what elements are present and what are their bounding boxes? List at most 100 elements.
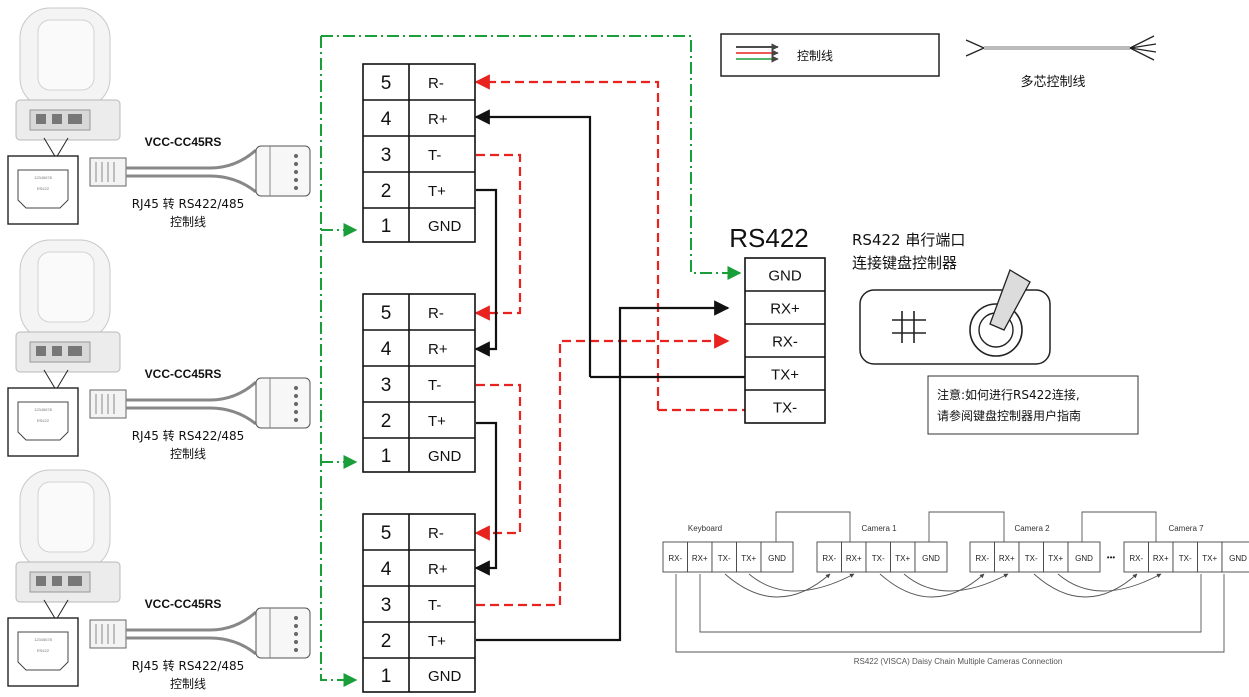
chain-pin-label: RX- [1129, 554, 1143, 563]
chain-pin-label: RX+ [692, 554, 708, 563]
chain-pin-label: RX+ [1153, 554, 1169, 563]
rs422-pin-label: RX+ [770, 301, 800, 318]
ptz-camera-illustration [15, 7, 121, 141]
cable-model-label: VCC-CC45RS [145, 367, 222, 381]
terminal-signal-label: T- [428, 377, 441, 394]
ptz-camera-illustration [15, 239, 121, 373]
terminal-block-frame [362, 293, 476, 473]
terminal-pin-number: 3 [381, 375, 392, 396]
terminal-signal-label: R+ [428, 561, 448, 578]
terminal-signal-label: T+ [428, 413, 446, 430]
chain-pin-label: RX+ [999, 554, 1015, 563]
keyboard-connect-desc: 连接键盘控制器 [852, 254, 957, 272]
terminal-pin-number: 1 [381, 446, 392, 467]
legend-multicore-line: 多芯控制线 [1020, 74, 1085, 90]
chain-pin-label: TX+ [1048, 554, 1063, 563]
terminal-signal-label: R- [428, 75, 444, 92]
terminal-block-frame [362, 63, 476, 243]
terminal-pin-number: 5 [381, 523, 392, 544]
jack-label: RS422 [37, 648, 50, 653]
jack-pin-numbers: 12345678 [34, 175, 53, 180]
camera-group-2: 12345678 RS422 VCC-CC45RS RJ45 转 RS422/4… [7, 239, 311, 461]
ptz-camera-illustration [15, 469, 121, 603]
chain-pin-label: TX- [1179, 554, 1192, 563]
rj45-jack-callout: 12345678 RS422 [7, 617, 79, 687]
terminal-signal-label: R- [428, 305, 444, 322]
terminal-pin-number: 2 [381, 181, 392, 202]
chain-device-3: Camera 2RX-RX+TX-TX+GND [969, 524, 1101, 573]
terminal-signal-label: GND [428, 218, 462, 235]
terminal-signal-label: T- [428, 147, 441, 164]
chain-caption: RS422 (VISCA) Daisy Chain Multiple Camer… [854, 657, 1063, 666]
chain-pin-label: GND [922, 554, 940, 563]
chain-pin-label: TX- [718, 554, 731, 563]
terminal-signal-label: R+ [428, 341, 448, 358]
legend-control-line: 控制线 [797, 49, 833, 63]
rj45-cable-illustration [89, 145, 311, 197]
cable-description-sub: 控制线 [170, 215, 206, 229]
chain-device-title: Camera 1 [861, 524, 897, 533]
chain-ellipsis: ••• [1107, 553, 1116, 562]
terminal-signal-label: GND [428, 668, 462, 685]
terminal-signal-label: T+ [428, 183, 446, 200]
rs422-pin-label: TX+ [771, 367, 799, 384]
cable-description-sub: 控制线 [170, 677, 206, 691]
legend-box [720, 33, 940, 77]
terminal-signal-label: R- [428, 525, 444, 542]
keyboard-note-box [927, 375, 1139, 435]
gnd-wires [320, 35, 742, 687]
jack-label: RS422 [37, 418, 50, 423]
terminal-pin-number: 1 [381, 666, 392, 687]
chain-pin-label: RX- [822, 554, 836, 563]
terminal-pin-number: 4 [381, 339, 392, 360]
rs422-pin-label: TX- [773, 400, 797, 417]
black-wires [474, 109, 745, 642]
camera-group-3: 12345678 RS422 VCC-CC45RS RJ45 转 RS422/4… [7, 469, 311, 691]
cable-model-label: VCC-CC45RS [145, 135, 222, 149]
cable-description-sub: 控制线 [170, 447, 206, 461]
terminal-pin-number: 3 [381, 595, 392, 616]
keyboard-controller: RS422 串行端口 连接键盘控制器 注意:如何进行RS422连接, 请参阅键盘… [852, 231, 1139, 435]
rj45-jack-callout: 12345678 RS422 [7, 387, 79, 457]
chain-pin-label: TX+ [741, 554, 756, 563]
keyboard-note-line2: 请参阅键盘控制器用户指南 [937, 408, 1081, 423]
keypad-icon [892, 311, 926, 343]
chain-device-2: Camera 1RX-RX+TX-TX+GND [816, 524, 948, 573]
terminal-signal-label: T+ [428, 633, 446, 650]
rs422-pin-label: GND [768, 268, 802, 285]
terminal-pin-number: 5 [381, 73, 392, 94]
terminal-pin-number: 4 [381, 559, 392, 580]
keyboard-port-desc: RS422 串行端口 [852, 231, 965, 249]
terminal-pin-number: 1 [381, 216, 392, 237]
joystick-icon [969, 269, 1031, 357]
terminal-block-frame [362, 513, 476, 693]
terminal-signal-label: R+ [428, 111, 448, 128]
chain-pin-label: GND [768, 554, 786, 563]
terminal-pin-number: 5 [381, 303, 392, 324]
chain-pin-label: TX- [872, 554, 885, 563]
chain-wires [675, 511, 1225, 653]
chain-device-title: Camera 2 [1014, 524, 1050, 533]
jack-label: RS422 [37, 186, 50, 191]
control-line-icon [736, 43, 779, 63]
terminal-pin-number: 4 [381, 109, 392, 130]
chain-device-4: Camera 7RX-RX+TX-TX+GND [1123, 524, 1249, 573]
cable-description: RJ45 转 RS422/485 [132, 658, 245, 673]
chain-pin-label: RX+ [846, 554, 862, 563]
cable-model-label: VCC-CC45RS [145, 597, 222, 611]
keyboard-note-line1: 注意:如何进行RS422连接, [937, 387, 1080, 402]
jack-pin-numbers: 12345678 [34, 637, 53, 642]
jack-pin-numbers: 12345678 [34, 407, 53, 412]
chain-device-title: Keyboard [688, 524, 722, 533]
cable-description: RJ45 转 RS422/485 [132, 196, 245, 211]
rs422-pin-table [744, 257, 826, 424]
chain-device-title: Camera 7 [1168, 524, 1204, 533]
rs422-pin-label: RX- [772, 334, 798, 351]
